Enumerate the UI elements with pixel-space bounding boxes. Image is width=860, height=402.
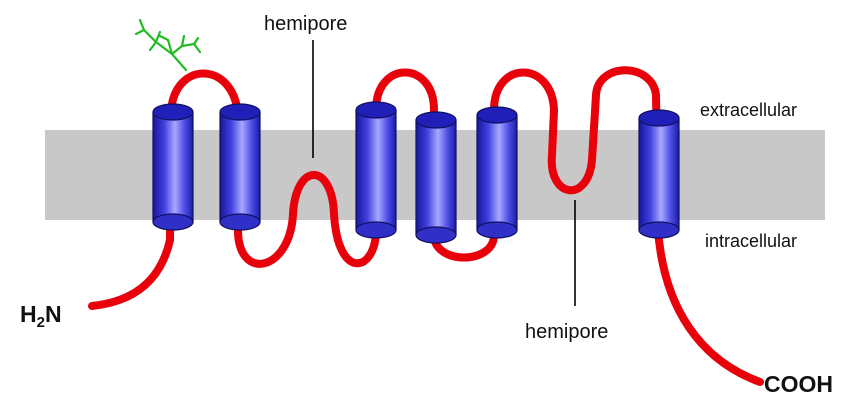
helix-4: [416, 112, 456, 243]
n-terminus-label: H2N: [20, 301, 62, 331]
helix-6: [639, 110, 679, 238]
c-terminus-label: COOH: [764, 371, 833, 397]
helix-2: [220, 104, 260, 230]
extracellular-label: extracellular: [700, 100, 797, 120]
helix-5: [477, 107, 517, 238]
hemipore-top-label: hemipore: [264, 13, 347, 35]
glycosylation-icon: [136, 20, 200, 70]
hemipore-bottom-label: hemipore: [525, 321, 608, 343]
helix-3: [356, 102, 396, 238]
intracellular-label: intracellular: [705, 231, 797, 251]
helix-1: [153, 104, 193, 230]
